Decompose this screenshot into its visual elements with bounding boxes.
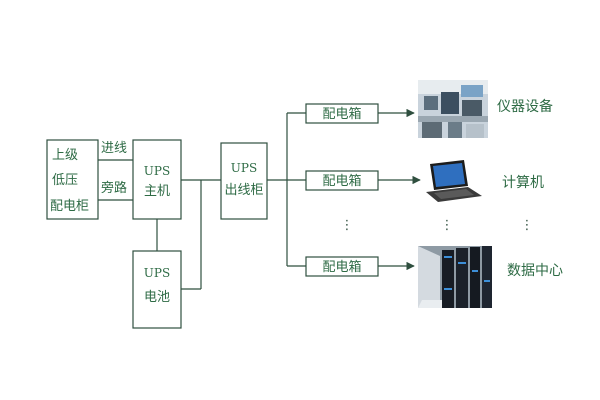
distribution-box-label: 配电箱 bbox=[322, 173, 361, 189]
instruments-label: 仪器设备 bbox=[497, 98, 553, 115]
ups-battery-label-line1: UPS bbox=[144, 266, 170, 280]
ups-output-cabinet: UPS 出线柜 bbox=[220, 142, 268, 220]
ups-battery-label-line2: 电池 bbox=[144, 290, 170, 305]
cabinet-label-line3: 配电柜 bbox=[50, 199, 89, 214]
ups-battery: UPS 电池 bbox=[132, 250, 182, 329]
ups-host-label-line2: 主机 bbox=[144, 184, 170, 199]
ups-host-label-line1: UPS bbox=[144, 164, 170, 178]
computer-label: 计算机 bbox=[502, 175, 544, 191]
distribution-box-label: 配电箱 bbox=[322, 259, 361, 275]
lab-equipment-photo bbox=[418, 80, 488, 138]
laptop-icon bbox=[426, 160, 482, 202]
cabinet-label-line2: 低压 bbox=[52, 173, 78, 188]
server-racks-photo bbox=[418, 246, 492, 308]
incoming-line-label: 进线 bbox=[101, 141, 127, 156]
datacenter-label: 数据中心 bbox=[507, 263, 563, 279]
ups-output-label-line1: UPS bbox=[231, 161, 257, 175]
ups-host: UPS 主机 bbox=[132, 139, 182, 220]
ellipsis-boxes: ⋮ bbox=[341, 218, 354, 233]
cabinet-label-line1: 上级 bbox=[52, 148, 78, 163]
bypass-label: 旁路 bbox=[101, 180, 127, 196]
ups-output-label-line2: 出线柜 bbox=[224, 183, 263, 198]
distribution-box-2: 配电箱 bbox=[305, 170, 379, 191]
ellipsis-labels: ⋮ bbox=[521, 218, 534, 233]
connection-lines bbox=[98, 108, 421, 290]
distribution-box-label: 配电箱 bbox=[322, 106, 361, 122]
distribution-box-3: 配电箱 bbox=[305, 256, 379, 277]
ellipsis-devices: ⋮ bbox=[441, 218, 454, 233]
upstream-low-voltage-cabinet: 上级 低压 配电柜 bbox=[46, 139, 99, 220]
distribution-box-1: 配电箱 bbox=[305, 103, 379, 124]
